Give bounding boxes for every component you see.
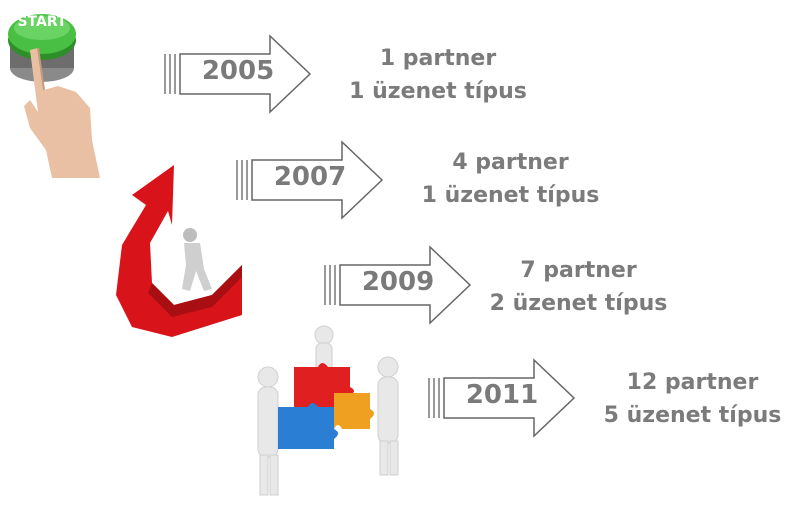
- milestone-arrow-icon: [324, 245, 472, 325]
- milestone-year: 2007: [273, 162, 347, 192]
- milestone-year: 2005: [201, 56, 275, 86]
- milestone-details-2007: 4 partner 1 üzenet típus: [408, 146, 613, 212]
- message-type-count: 1 üzenet típus: [421, 183, 600, 208]
- puzzle-team-illustration: [238, 325, 418, 501]
- milestone-arrow-icon: [236, 140, 384, 220]
- milestone-arrow-icon: [164, 34, 312, 114]
- milestone-details-2011: 12 partner 5 üzenet típus: [590, 366, 795, 432]
- partner-count: 12 partner: [626, 370, 759, 395]
- milestone-arrow-2011: 2011: [426, 358, 626, 440]
- milestone-arrow-2007: 2007: [234, 140, 434, 222]
- message-type-count: 2 üzenet típus: [489, 291, 668, 316]
- milestone-year: 2009: [361, 267, 435, 297]
- milestone-arrow-icon: [428, 358, 576, 438]
- growth-arrow-illustration: [112, 165, 242, 340]
- milestone-arrow-2005: 2005: [162, 34, 362, 116]
- partner-count: 7 partner: [520, 258, 637, 283]
- milestone-arrow-2009: 2009: [322, 245, 522, 327]
- message-type-count: 1 üzenet típus: [349, 79, 527, 104]
- partner-count: 4 partner: [452, 150, 569, 175]
- milestone-details-2009: 7 partner 2 üzenet típus: [476, 254, 681, 320]
- growth-arrow-icon: [116, 165, 242, 337]
- partner-count: 1 partner: [379, 46, 497, 71]
- start-button-icon: [8, 14, 100, 178]
- start-button-label: START: [17, 14, 67, 30]
- milestone-details-2005: 1 partner 1 üzenet típus: [338, 42, 538, 108]
- milestone-year: 2011: [465, 380, 539, 410]
- start-button-illustration: START: [0, 0, 100, 178]
- message-type-count: 5 üzenet típus: [603, 403, 782, 428]
- puzzle-team-icon: [257, 325, 399, 496]
